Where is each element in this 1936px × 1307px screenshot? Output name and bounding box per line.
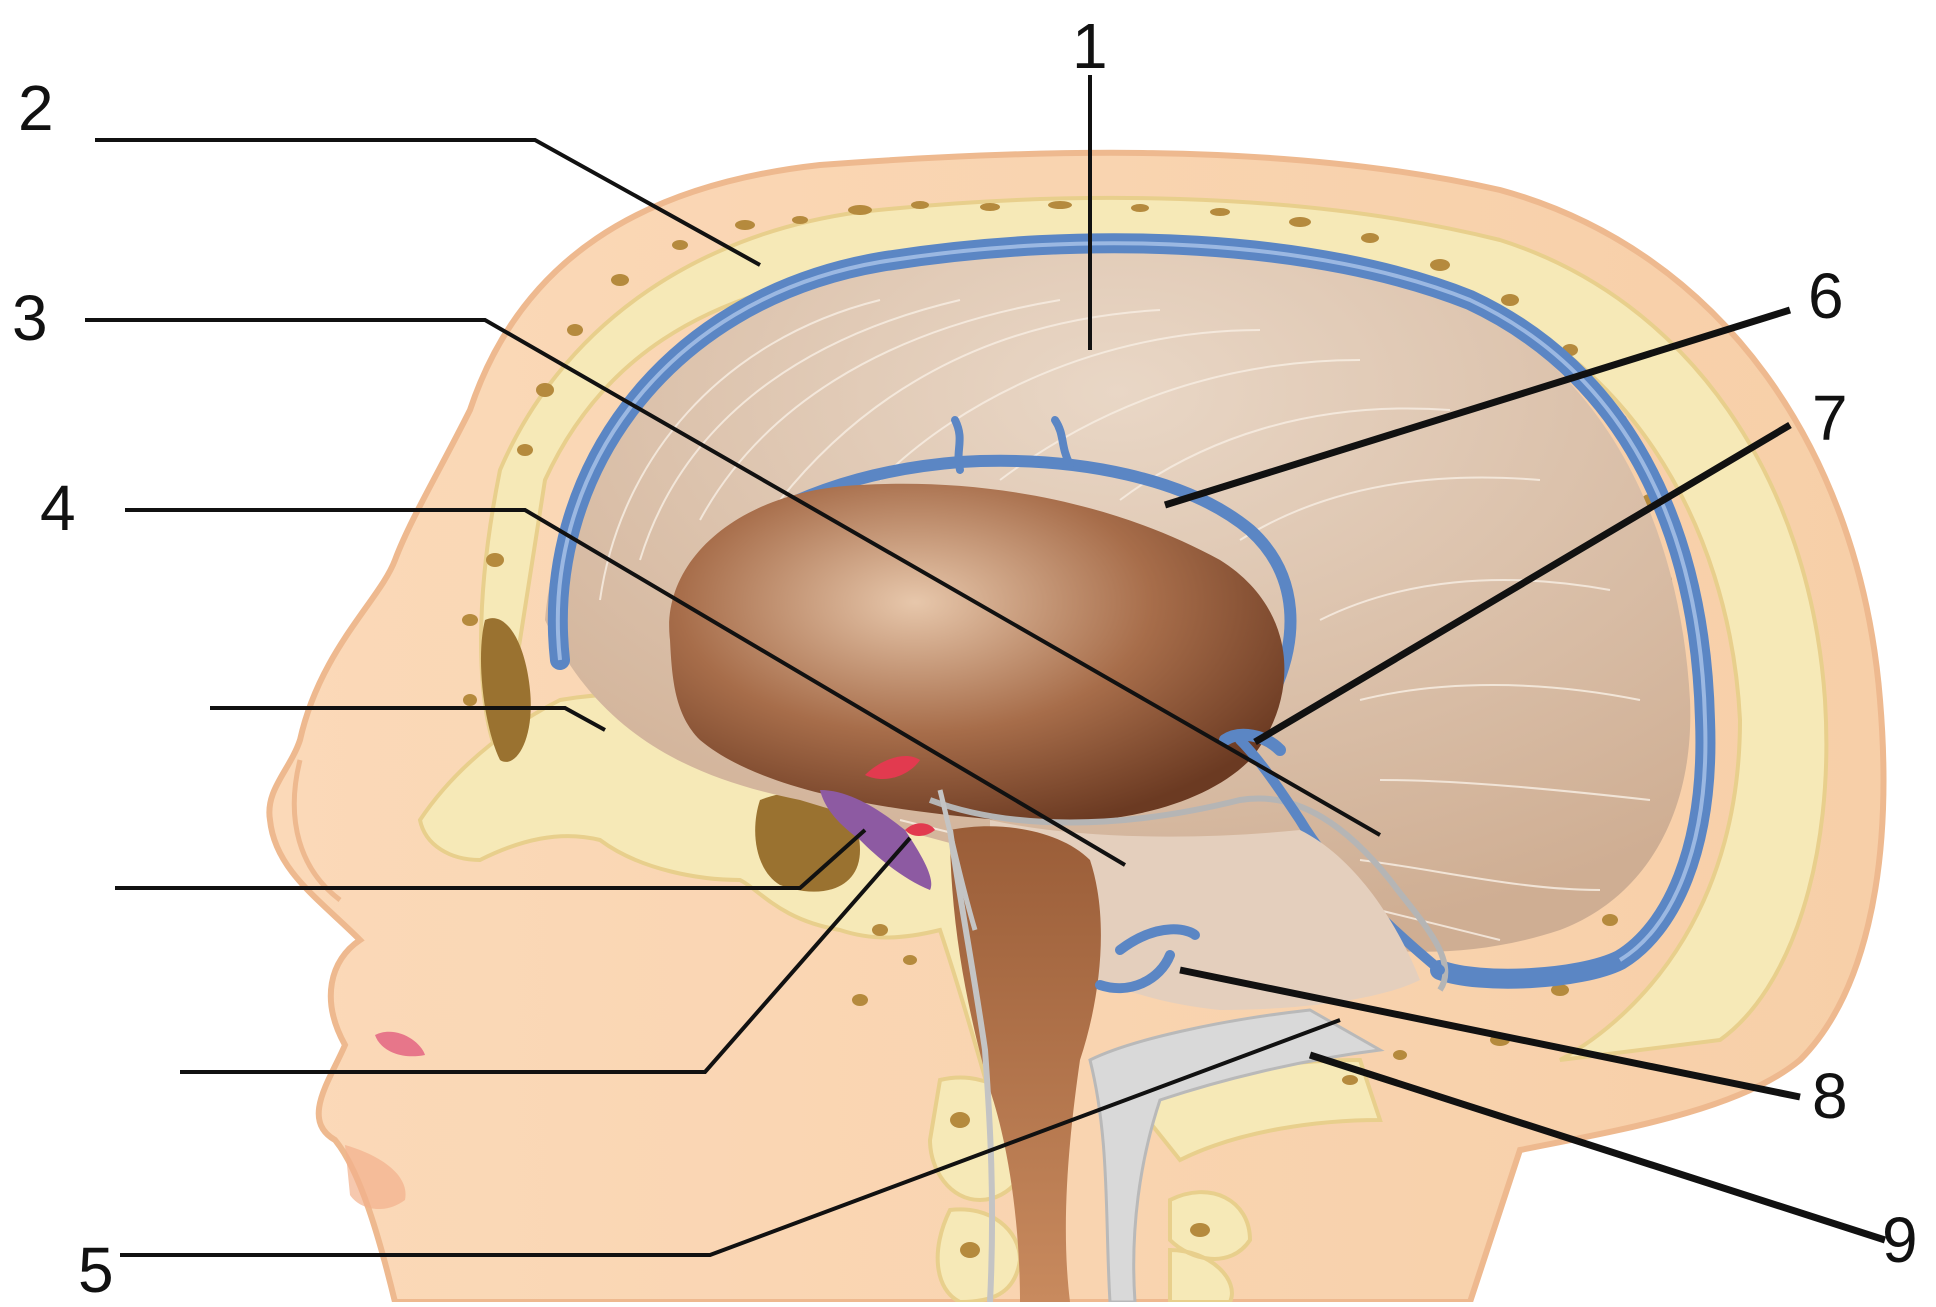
label-6: 6 bbox=[1808, 260, 1844, 332]
label-8: 8 bbox=[1812, 1060, 1848, 1132]
label-7: 7 bbox=[1812, 382, 1848, 454]
cerebral-vein-1 bbox=[955, 420, 960, 470]
label-5: 5 bbox=[78, 1234, 114, 1302]
label-2: 2 bbox=[18, 72, 54, 144]
label-4: 4 bbox=[40, 472, 76, 544]
label-1: 1 bbox=[1072, 10, 1108, 82]
label-3: 3 bbox=[12, 282, 48, 354]
label-9: 9 bbox=[1882, 1204, 1918, 1276]
